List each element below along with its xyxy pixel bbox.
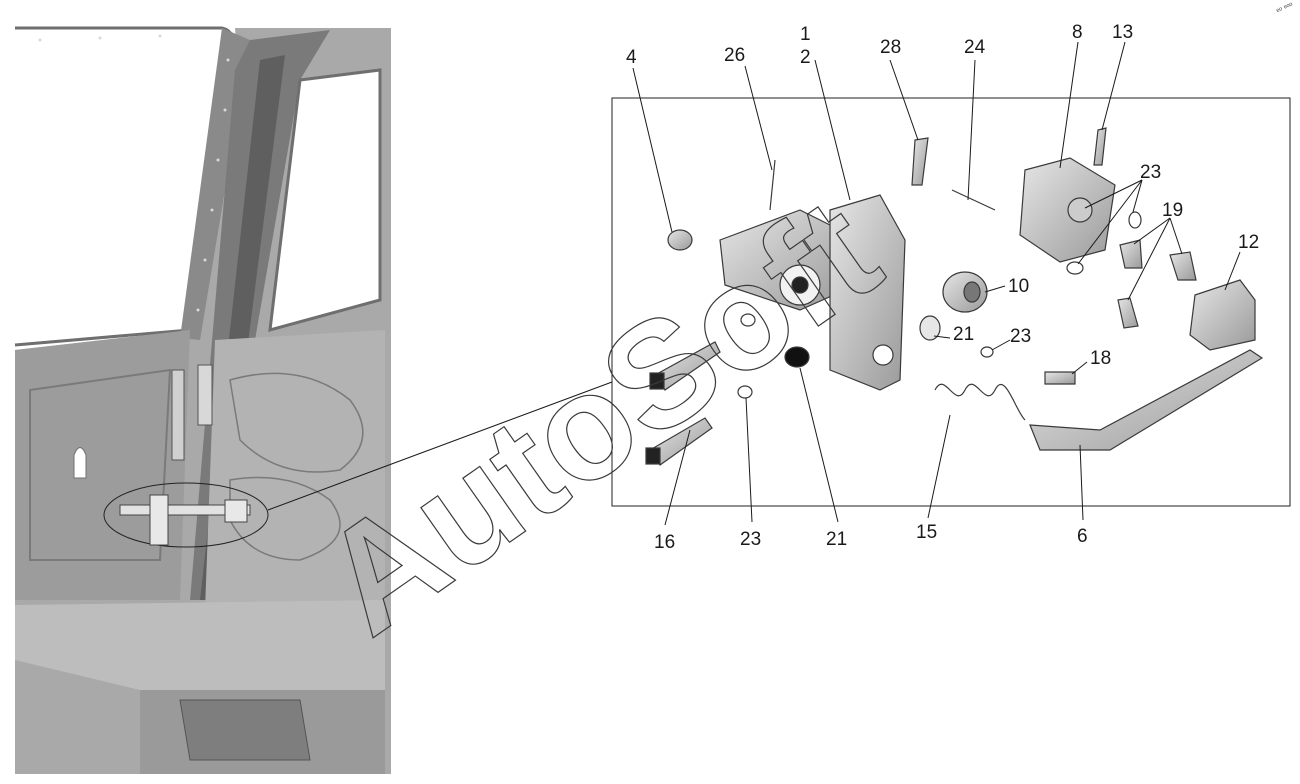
callout-12: 12 [1238,232,1259,253]
bracket-plate-part [829,194,906,391]
parts [645,127,1264,466]
callout-23b: 23 [1010,326,1031,347]
exploded-view-frame [611,97,1291,507]
callout-24: 24 [964,37,986,58]
callout-28: 28 [880,37,901,58]
callout-8: 8 [1072,22,1083,43]
callout-6: 6 [1077,526,1088,547]
pin-13-part [1093,127,1107,166]
callout-19: 19 [1162,200,1183,221]
cab-door-illustration [14,26,613,774]
dark-washer-part [784,346,810,368]
callout-13: 13 [1112,22,1133,43]
callout-23a: 23 [1140,162,1161,183]
bolt-18-part [1044,371,1076,385]
callout-10: 10 [1008,276,1029,297]
callout-1: 1 [800,24,811,45]
split-pin-part [951,189,996,211]
callout-15: 15 [916,522,937,543]
callout-21a: 21 [953,324,974,345]
spring-part [934,383,1026,421]
callout-2: 2 [800,47,811,68]
callout-21b: 21 [826,529,847,550]
block-part [1189,279,1256,351]
callout-26: 26 [724,45,745,66]
callout-4: 4 [626,47,637,68]
corner-mark: ᵉᵒ ᵉᵒᵒ [1275,0,1294,15]
callout-23c: 23 [740,529,761,550]
callout-labels: 4 26 1 2 28 24 8 13 23 19 12 10 21 23 18… [626,22,1259,553]
leader-lines [632,41,1241,526]
lever-part [1029,349,1264,451]
callout-16: 16 [654,532,675,553]
pin-part [911,137,929,186]
bushing-part [667,229,693,251]
cotter-pin-part [769,159,776,211]
callout-18: 18 [1090,348,1111,369]
